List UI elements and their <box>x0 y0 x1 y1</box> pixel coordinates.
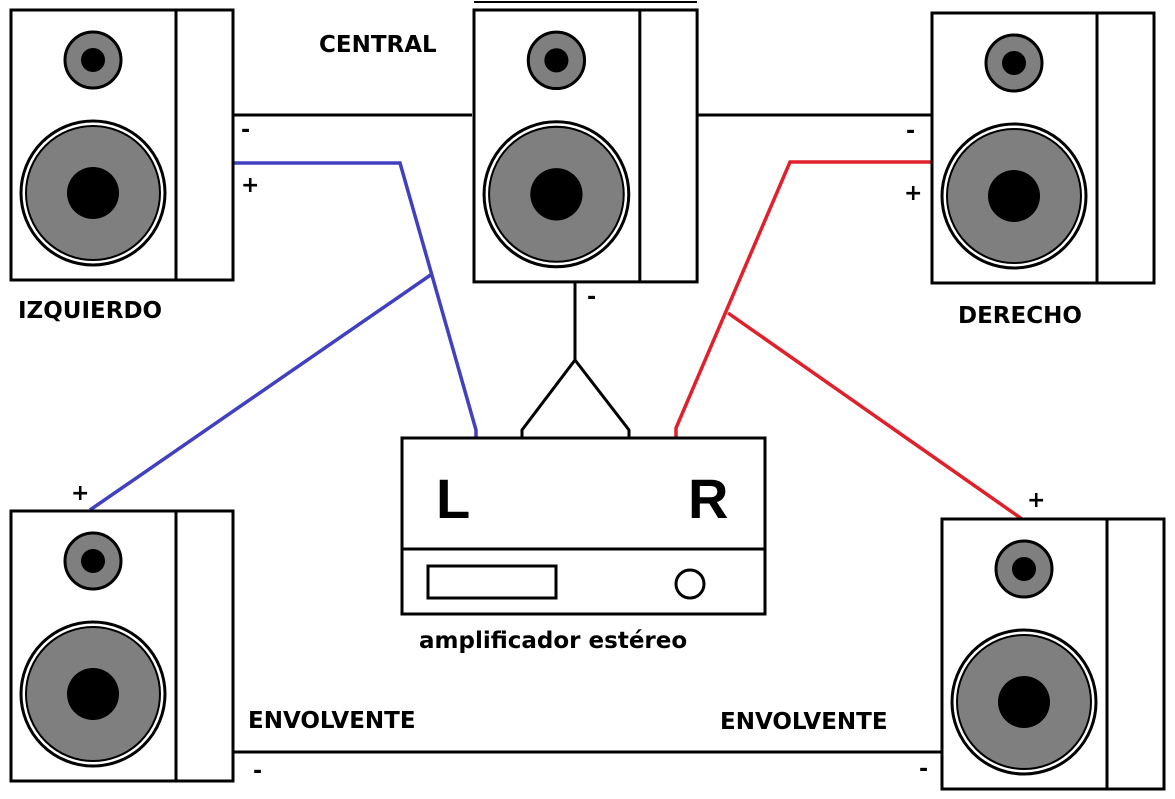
surround-left-minus-mark: - <box>253 759 262 784</box>
wire-surround-left-positive <box>89 272 433 512</box>
amplifier-left-channel-label: L <box>436 467 470 530</box>
surround-left-plus-mark: + <box>71 481 89 506</box>
label-amplifier: amplificador estéreo <box>419 628 687 654</box>
left-plus-mark: + <box>241 173 259 198</box>
speaker-center <box>472 8 699 284</box>
wire-left-positive <box>233 161 478 447</box>
label-surround-right-speaker: ENVOLVENTE <box>720 709 888 735</box>
left-minus-mark: - <box>241 118 250 143</box>
common-wires <box>233 113 942 754</box>
speaker-surround-left <box>9 509 235 783</box>
polarity-marks: - + - - + + + - - <box>71 118 1045 784</box>
label-right-speaker: DERECHO <box>958 303 1082 329</box>
center-minus-mark: - <box>587 285 596 310</box>
label-surround-left-speaker: ENVOLVENTE <box>248 708 416 734</box>
label-left-speaker: IZQUIERDO <box>18 298 162 324</box>
surround-right-minus-mark: - <box>919 757 928 782</box>
wire-center-to-amp-branch <box>573 359 631 445</box>
surround-right-plus-mark: + <box>1027 488 1045 513</box>
wire-right-positive <box>674 160 933 447</box>
wire-center-to-amp <box>520 283 577 445</box>
amplifier-knob <box>674 568 706 600</box>
speaker-right <box>930 11 1156 285</box>
amplifier-right-channel-label: R <box>688 467 728 530</box>
wire-surround-right-positive <box>726 311 1024 521</box>
speaker-left <box>9 8 235 282</box>
amplifier-display <box>426 564 558 600</box>
right-plus-mark: + <box>904 181 922 206</box>
right-minus-mark: - <box>906 119 915 144</box>
speaker-surround-right <box>940 517 1166 791</box>
label-center-speaker: CENTRAL <box>319 32 437 58</box>
amplifier: L R <box>400 436 767 616</box>
